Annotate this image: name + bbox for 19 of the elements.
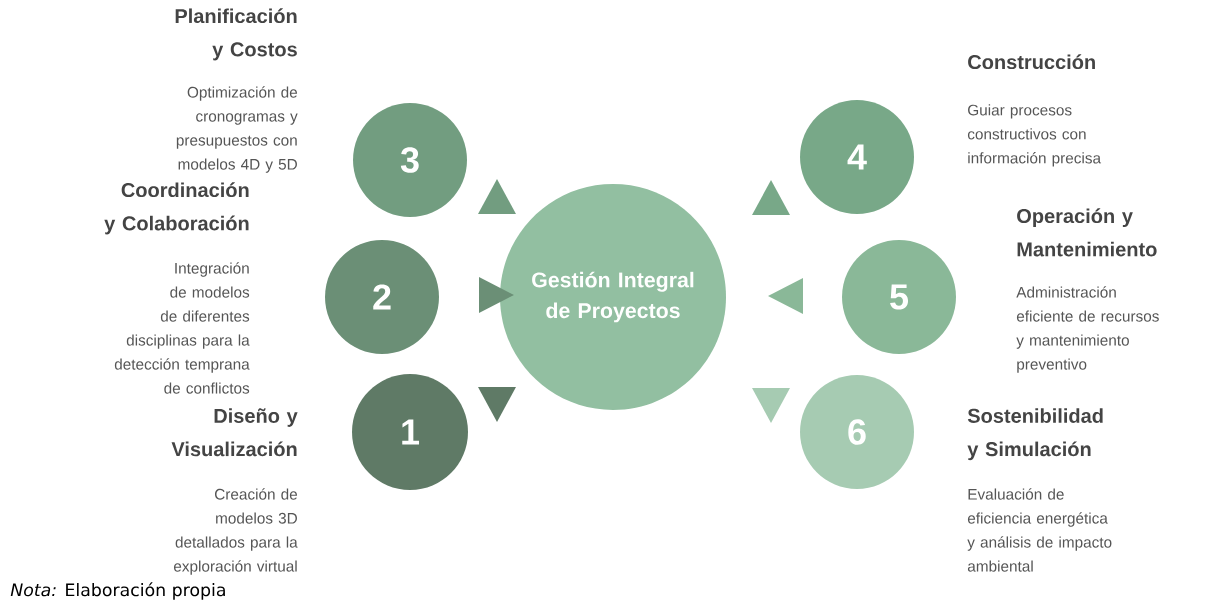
body-text: Guiar procesos constructivos con información precisa — [967, 104, 1102, 167]
arrow — [752, 180, 790, 215]
arrow — [768, 278, 803, 314]
heading-text: Operación y Mantenimiento — [1017, 208, 1157, 257]
body-text: Integración de modelos de diferentes disciplinas para la detección temprana de conflictos — [114, 262, 250, 394]
body-text: Creación de modelos 3D detallados para la exploración virtual — [173, 488, 298, 575]
heading-text: Coordinación y Colaboración — [104, 182, 249, 235]
body-text: Administración eficiente de recursos y mantenimiento preventivo — [1016, 286, 1159, 373]
arrow — [478, 179, 516, 214]
heading-text: Diseño y Visualización — [171, 408, 298, 457]
heading-text: Construcción — [968, 54, 1095, 70]
heading-text: Planificación y Costos — [175, 8, 297, 61]
arrow — [478, 387, 516, 422]
arrow — [752, 388, 790, 423]
heading-text: Sostenibilidad y Simulación — [967, 408, 1103, 461]
body-text: Optimización de cronogramas y presupuestos con modelos 4D y 5D — [176, 86, 298, 173]
caption-text: Nota: Elaboración propia — [10, 582, 225, 600]
arrow — [479, 277, 514, 313]
body-text: Evaluación de eficiencia energética y análisis de impacto ambiental — [967, 488, 1112, 572]
